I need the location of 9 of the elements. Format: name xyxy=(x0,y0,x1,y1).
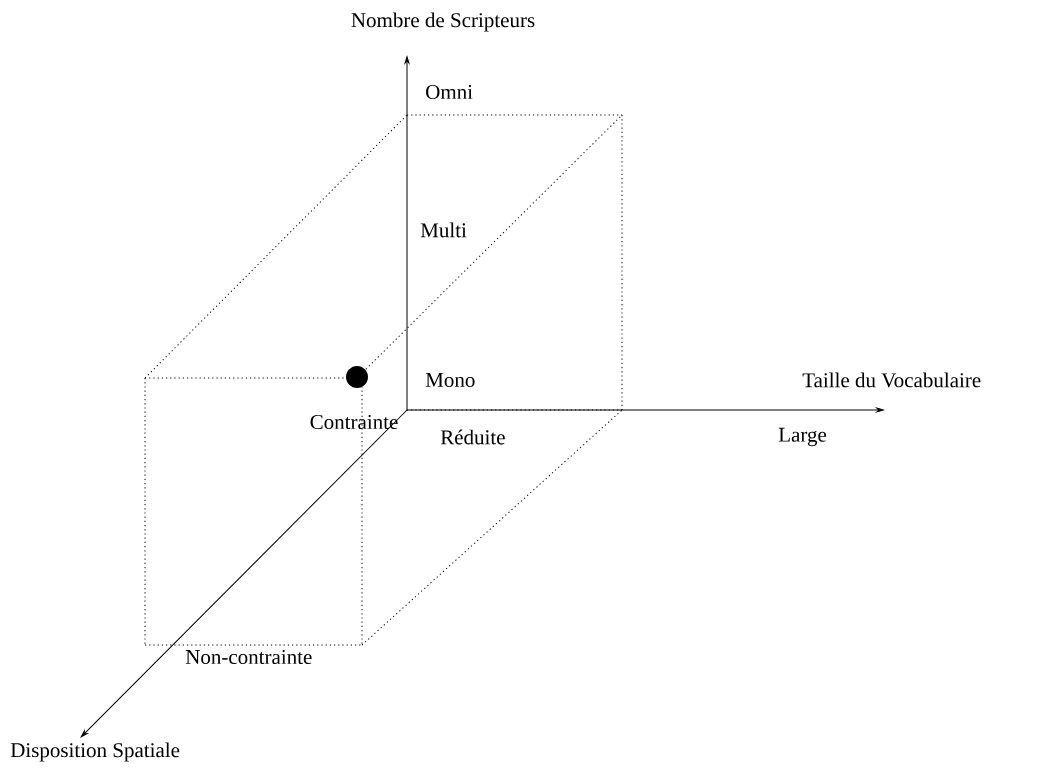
axis-label: Nombre de Scripteurs xyxy=(351,12,535,32)
axis-label: Taille du Vocabulaire xyxy=(802,372,981,388)
axis-label: Réduite xyxy=(440,429,505,445)
axis-label: Omni xyxy=(426,84,473,100)
axis-label: Mono xyxy=(425,373,475,387)
axis-label: Large xyxy=(778,427,827,447)
axis-label: Non-contrainte xyxy=(185,649,312,665)
axis-label: Multi xyxy=(420,222,467,238)
axis-label: Disposition Spatiale xyxy=(10,742,180,762)
